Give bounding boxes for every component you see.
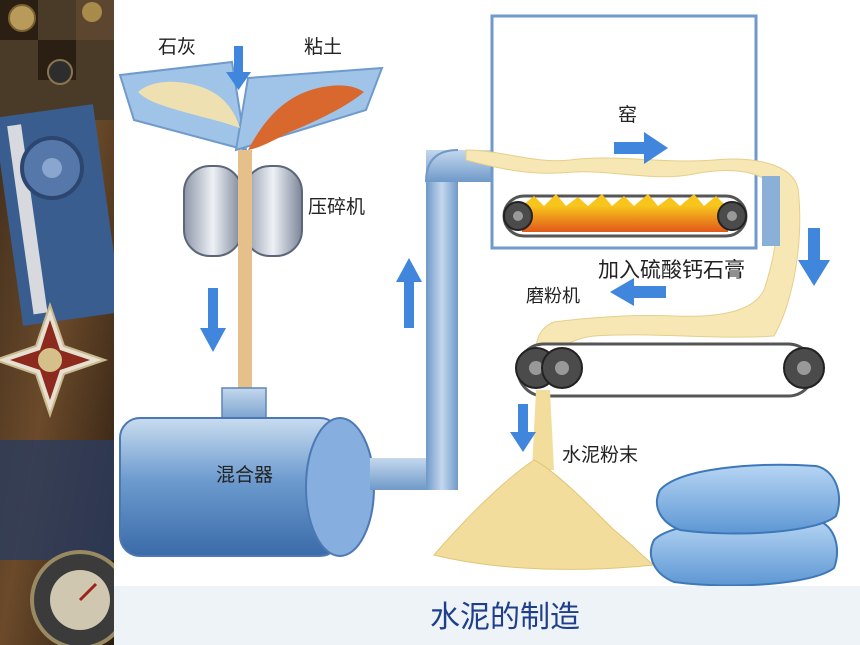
left-arrow-icon [610, 278, 666, 306]
crusher-roller-right [243, 165, 303, 257]
label-cement-powder: 水泥粉末 [562, 444, 639, 466]
kiln-fire [522, 206, 728, 232]
up-arrow-icon [396, 258, 422, 328]
process-illustration [114, 14, 860, 645]
label-clay: 粘土 [304, 36, 343, 58]
lime-pile [138, 81, 240, 128]
caption-band [114, 586, 860, 645]
label-crusher: 压碎机 [308, 196, 366, 218]
down-arrow-icon [200, 288, 226, 352]
diagram-caption: 水泥的制造 [430, 600, 580, 635]
label-kiln: 窑 [618, 104, 638, 126]
label-lime: 石灰 [158, 36, 197, 58]
down-arrow-icon [510, 404, 536, 452]
cement-bag-icon [649, 463, 841, 587]
down-arrow-icon [798, 228, 830, 286]
pipe-vertical [426, 170, 458, 490]
powder-stream [532, 390, 554, 470]
down-arrow-icon [226, 46, 251, 90]
label-grinder: 磨粉机 [526, 286, 580, 307]
clay-pile [248, 85, 364, 150]
mixer-end-cap [305, 417, 375, 557]
right-arrow-icon [614, 132, 668, 164]
decorative-medals-photo [0, 0, 114, 645]
crusher-roller-left [183, 165, 243, 257]
label-gypsum: 加入硫酸钙石膏 [598, 258, 745, 282]
label-mixer: 混合器 [216, 464, 274, 486]
cement-powder-pile [433, 459, 656, 570]
crushed-material-stream [238, 150, 252, 390]
